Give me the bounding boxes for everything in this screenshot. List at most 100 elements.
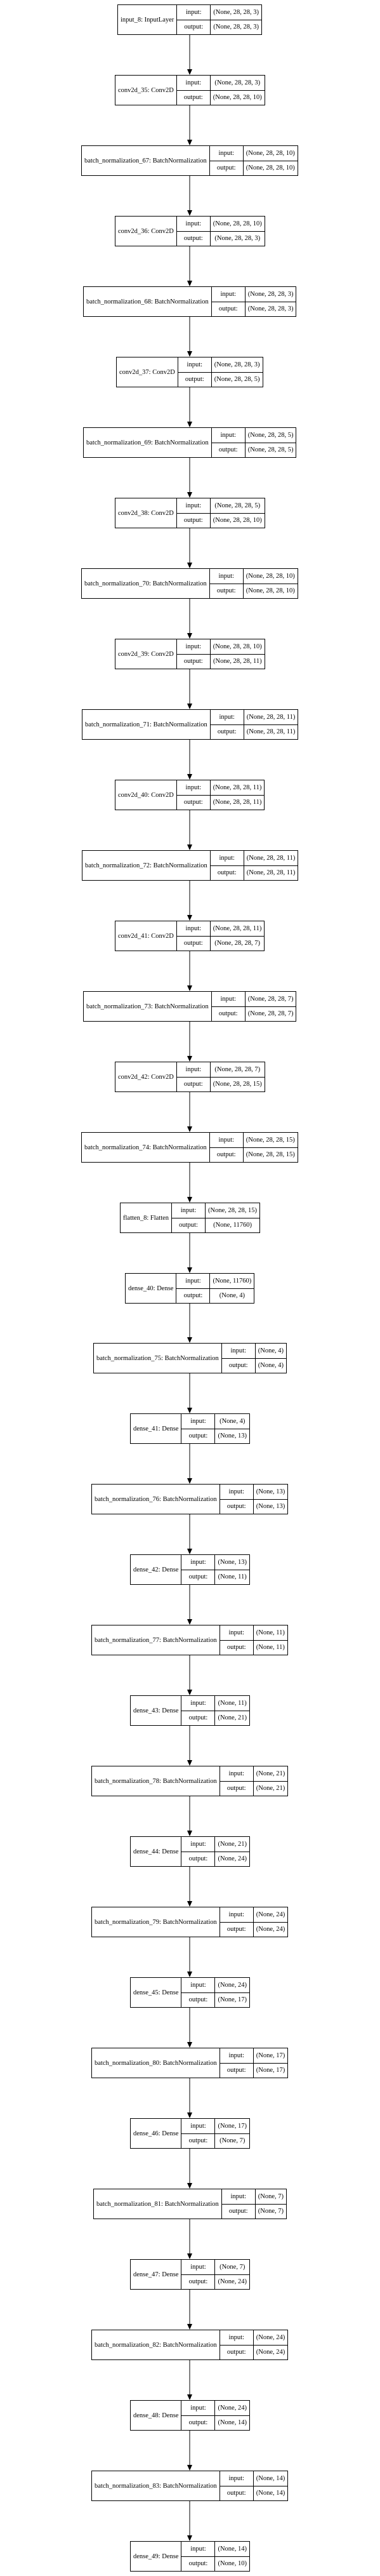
input-shape: (None, 24) xyxy=(256,2333,285,2341)
arrow-head xyxy=(187,351,192,357)
input-shape: (None, 28, 28, 10) xyxy=(213,220,262,227)
layer-node: batch_normalization_67: BatchNormalizati… xyxy=(81,145,298,176)
input-label: input: xyxy=(212,287,246,302)
input-label: input: xyxy=(210,569,244,584)
input-row: input:(None, 28, 28, 3) xyxy=(177,76,265,90)
input-label: input: xyxy=(181,2542,216,2556)
io-table: input:(None, 7)output:(None, 7) xyxy=(221,2189,286,2219)
arrow-head xyxy=(187,2535,192,2541)
arrow-head xyxy=(187,704,192,709)
layer-name: flatten_8: Flatten xyxy=(121,1203,173,1232)
io-table: input:(None, 17)output:(None, 17) xyxy=(219,2048,288,2078)
arrow-head xyxy=(187,1619,192,1625)
layer-name: conv2d_37: Conv2D xyxy=(117,357,178,387)
output-shape: (None, 28, 28, 10) xyxy=(213,94,262,102)
input-row: input:(None, 4) xyxy=(222,1344,286,1358)
output-label: output: xyxy=(211,724,244,739)
layer-name: dense_44: Dense xyxy=(131,1837,182,1866)
input-label: input: xyxy=(220,1485,254,1499)
input-row: input:(None, 28, 28, 10) xyxy=(210,146,298,161)
input-row: input:(None, 28, 28, 10) xyxy=(177,217,265,231)
output-label: output: xyxy=(220,2063,254,2078)
input-row: input:(None, 28, 28, 15) xyxy=(210,1133,298,1147)
input-label: input: xyxy=(181,2119,216,2133)
io-table: input:(None, 28, 28, 11)output:(None, 28… xyxy=(176,780,265,810)
output-shape: (None, 28, 28, 5) xyxy=(247,446,294,454)
output-row: output:(None, 17) xyxy=(181,1992,249,2007)
output-row: output:(None, 28, 28, 5) xyxy=(178,371,263,387)
layer-name: batch_normalization_71: BatchNormalizati… xyxy=(82,710,211,739)
layer-name: dense_48: Dense xyxy=(131,2401,182,2430)
output-label: output: xyxy=(172,1218,206,1232)
input-shape: (None, 14) xyxy=(256,2474,285,2482)
arrow-head xyxy=(187,1408,192,1413)
input-row: input:(None, 28, 28, 11) xyxy=(211,851,298,865)
arrow-head xyxy=(187,1972,192,1977)
layer-node: batch_normalization_73: BatchNormalizati… xyxy=(83,991,297,1022)
arrow-head xyxy=(187,492,192,498)
input-label: input: xyxy=(212,992,246,1006)
input-shape: (None, 28, 28, 7) xyxy=(247,995,294,1003)
output-shape: (None, 28, 28, 15) xyxy=(246,1151,295,1159)
io-table: input:(None, 7)output:(None, 24) xyxy=(181,2260,249,2289)
layer-name: dense_47: Dense xyxy=(131,2260,182,2289)
io-table: input:(None, 13)output:(None, 13) xyxy=(219,1485,288,1514)
arrow-head xyxy=(187,422,192,427)
io-table: input:(None, 28, 28, 3)output:(None, 28,… xyxy=(211,287,296,316)
arrow-head xyxy=(187,633,192,639)
output-shape: (None, 10) xyxy=(218,2560,247,2568)
input-shape: (None, 24) xyxy=(256,1911,285,1918)
layer-name: conv2d_38: Conv2D xyxy=(115,498,177,528)
layer-name: dense_45: Dense xyxy=(131,1978,182,2007)
input-shape: (None, 21) xyxy=(256,1770,285,1777)
layer-name: batch_normalization_70: BatchNormalizati… xyxy=(82,569,210,598)
output-label: output: xyxy=(177,1077,211,1091)
output-label: output: xyxy=(212,1006,246,1021)
output-label: output: xyxy=(210,1147,244,1162)
output-row: output:(None, 14) xyxy=(181,2415,249,2430)
input-shape: (None, 28, 28, 3) xyxy=(214,79,261,86)
output-shape: (None, 4) xyxy=(219,1292,245,1300)
output-label: output: xyxy=(181,2133,216,2148)
output-shape: (None, 13) xyxy=(218,1432,247,1440)
output-label: output: xyxy=(177,795,211,810)
layer-node: batch_normalization_79: BatchNormalizati… xyxy=(91,1907,289,1937)
output-label: output: xyxy=(220,1499,254,1514)
arrow-head xyxy=(187,2465,192,2471)
input-label: input: xyxy=(210,146,244,161)
arrow-head xyxy=(187,2042,192,2048)
arrow-head xyxy=(187,281,192,286)
layer-name: batch_normalization_77: BatchNormalizati… xyxy=(92,1625,220,1655)
output-label: output: xyxy=(181,1711,216,1725)
input-shape: (None, 7) xyxy=(219,2263,246,2271)
arrow-head xyxy=(187,69,192,75)
output-label: output: xyxy=(177,20,211,34)
input-shape: (None, 24) xyxy=(218,2404,247,2412)
output-label: output: xyxy=(177,513,211,528)
input-row: input:(None, 28, 28, 10) xyxy=(210,569,298,584)
input-label: input: xyxy=(181,1696,216,1711)
input-label: input: xyxy=(181,1978,216,1992)
input-shape: (None, 13) xyxy=(256,1488,285,1495)
layer-name: batch_normalization_76: BatchNormalizati… xyxy=(92,1485,220,1514)
arrow-head xyxy=(187,140,192,145)
input-row: input:(None, 28, 28, 11) xyxy=(177,921,265,936)
arrow-head xyxy=(187,1478,192,1484)
input-row: input:(None, 17) xyxy=(220,2048,288,2063)
io-table: input:(None, 28, 28, 7)output:(None, 28,… xyxy=(211,992,296,1021)
arrow-head xyxy=(187,2253,192,2259)
output-row: output:(None, 28, 28, 10) xyxy=(176,90,265,105)
layer-node: batch_normalization_68: BatchNormalizati… xyxy=(83,286,297,317)
output-shape: (None, 7) xyxy=(258,2208,284,2215)
input-row: input:(None, 11) xyxy=(181,1696,249,1711)
output-label: output: xyxy=(177,231,211,246)
input-shape: (None, 28, 28, 3) xyxy=(247,290,294,298)
input-label: input: xyxy=(181,1837,216,1852)
